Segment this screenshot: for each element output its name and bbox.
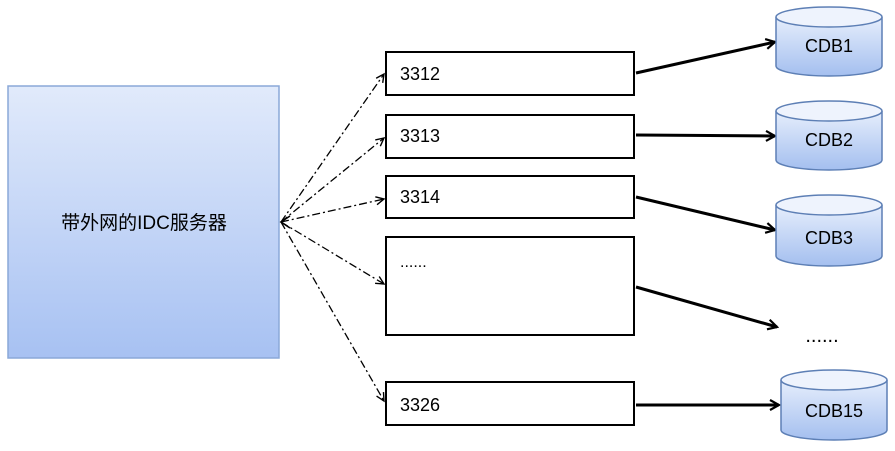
database-cdb3-icon: CDB3 xyxy=(775,194,883,267)
database-label: CDB15 xyxy=(805,401,863,421)
port-label: ...... xyxy=(400,254,427,271)
server-arrowhead-icon xyxy=(279,215,291,229)
port-box-3312: 3312 xyxy=(385,51,635,96)
arrow-more-dbmore xyxy=(635,285,777,327)
port-label: 3312 xyxy=(400,64,440,84)
server-to-port-connectors xyxy=(280,72,386,403)
connector-server-port-3314 xyxy=(280,196,386,223)
port-box-3313: 3313 xyxy=(385,114,635,159)
database-label: CDB2 xyxy=(805,130,853,150)
port-label: 3314 xyxy=(400,187,440,207)
port-box-more: ...... xyxy=(385,236,635,336)
database-label: CDB3 xyxy=(805,228,853,248)
idc-server-label: 带外网的IDC服务器 xyxy=(61,212,227,234)
port-box-3314: 3314 xyxy=(385,175,635,219)
arrow-3313-cdb2 xyxy=(635,135,775,136)
connector-server-port-more xyxy=(280,221,386,285)
arrow-3314-cdb3 xyxy=(635,195,775,230)
database-cdb15-icon: CDB15 xyxy=(780,369,888,441)
port-label: 3313 xyxy=(400,126,440,146)
arrow-3312-cdb1 xyxy=(635,42,775,75)
database-label: CDB1 xyxy=(805,36,853,56)
port-to-db-arrows xyxy=(635,42,779,405)
databases-more-label: ...... xyxy=(805,325,838,347)
connector-server-port-3312 xyxy=(280,72,385,223)
idc-server-node: 带外网的IDC服务器 xyxy=(7,85,280,359)
database-cdb2-icon: CDB2 xyxy=(775,100,883,171)
port-label: 3326 xyxy=(400,395,440,415)
database-cdb1-icon: CDB1 xyxy=(775,6,883,77)
connector-server-port-3326 xyxy=(280,221,385,403)
port-box-3326: 3326 xyxy=(385,381,635,426)
connector-server-port-3313 xyxy=(280,137,386,223)
